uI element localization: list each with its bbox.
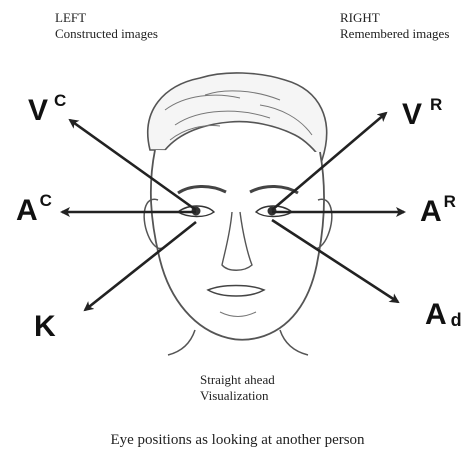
left-title: LEFT bbox=[55, 10, 158, 26]
left-header: LEFT Constructed images bbox=[55, 10, 158, 42]
hair bbox=[148, 73, 327, 160]
right-subtitle: Remembered images bbox=[340, 26, 449, 42]
center-label: Straight ahead Visualization bbox=[200, 372, 275, 404]
center-line1: Straight ahead bbox=[200, 372, 275, 388]
left-subtitle: Constructed images bbox=[55, 26, 158, 42]
right-header: RIGHT Remembered images bbox=[340, 10, 449, 42]
label-k: K bbox=[34, 312, 56, 342]
center-line2: Visualization bbox=[200, 388, 275, 404]
face-outline bbox=[151, 150, 324, 340]
caption: Eye positions as looking at another pers… bbox=[0, 432, 475, 449]
right-title: RIGHT bbox=[340, 10, 449, 26]
